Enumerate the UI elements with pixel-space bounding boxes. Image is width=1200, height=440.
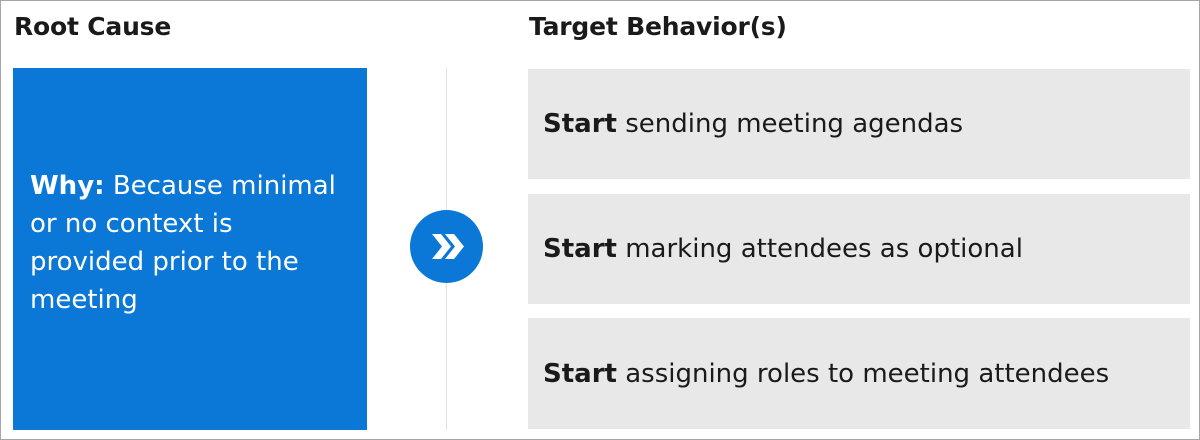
double-chevron-right-glyph	[432, 234, 464, 259]
behavior-item: Start sending meeting agendas	[528, 69, 1190, 179]
root-cause-text: Why: Because minimal or no context is pr…	[30, 167, 351, 319]
behavior-verb: Start	[543, 234, 617, 264]
behavior-text: marking attendees as optional	[625, 234, 1023, 264]
behavior-text: sending meeting agendas	[625, 109, 964, 139]
behavior-text: assigning roles to meeting attendees	[625, 358, 1110, 389]
double-chevron-right-icon	[410, 210, 483, 283]
behavior-verb: Start	[543, 109, 617, 139]
behavior-item: Start assigning roles to meeting attende…	[528, 318, 1190, 429]
target-behaviors-heading: Target Behavior(s)	[529, 12, 787, 41]
root-cause-heading: Root Cause	[14, 12, 172, 41]
root-cause-box: Why: Because minimal or no context is pr…	[13, 68, 367, 430]
root-cause-label: Why:	[30, 171, 105, 201]
behavior-verb: Start	[543, 358, 617, 389]
behavior-item: Start marking attendees as optional	[528, 194, 1190, 304]
root-cause-description: Because minimal or no context is provide…	[30, 171, 336, 315]
